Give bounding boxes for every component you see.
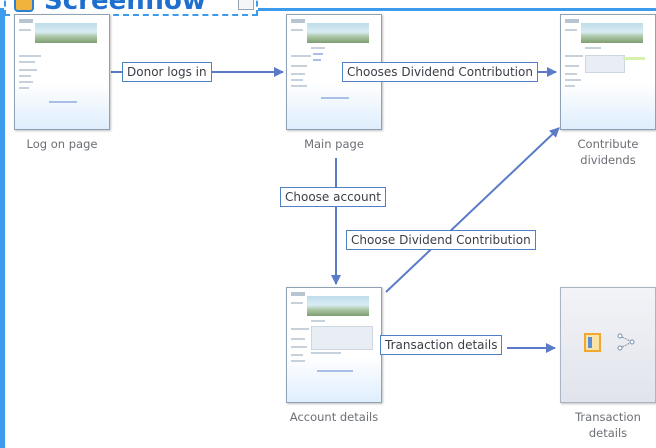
node-label-account-details: Account details: [289, 410, 379, 424]
edge-label-donor-logs-in[interactable]: Donor logs in: [122, 62, 212, 82]
flow-tree-icon: [617, 333, 635, 351]
edge-label-choose-account[interactable]: Choose account: [280, 187, 386, 207]
thumb-banner: [307, 23, 369, 43]
page-layout-icon: [584, 333, 601, 352]
title-tab[interactable]: [4, 0, 258, 16]
thumb-banner: [581, 23, 643, 43]
edit-icon[interactable]: [238, 0, 254, 10]
thumb-banner: [307, 296, 369, 316]
node-label-main-page: Main page: [304, 137, 364, 151]
frame-border-top: [258, 8, 656, 11]
node-transaction-details[interactable]: [560, 287, 656, 403]
thumb-logo: [19, 19, 33, 23]
node-account-details[interactable]: [286, 287, 382, 403]
node-log-on-page[interactable]: [14, 14, 110, 130]
edge-label-chooses-dividend-contribution[interactable]: Chooses Dividend Contribution: [342, 62, 538, 82]
thumb-banner: [35, 23, 97, 43]
edge-label-transaction-details[interactable]: Transaction details: [380, 335, 503, 355]
screenflow-app-icon: [14, 0, 34, 12]
node-label-transaction-details: Transaction details: [575, 410, 641, 440]
node-label-contribute-dividends: Contribute dividends: [577, 137, 639, 167]
node-label-log-on-page: Log on page: [26, 137, 98, 151]
node-contribute-dividends[interactable]: [560, 14, 656, 130]
screenflow-title: Screenflow: [44, 0, 206, 16]
frame-border-left: [0, 8, 5, 448]
edge-label-choose-dividend-contribution[interactable]: Choose Dividend Contribution: [346, 230, 536, 250]
edge-choose-dividend-contribution[interactable]: [385, 127, 560, 293]
